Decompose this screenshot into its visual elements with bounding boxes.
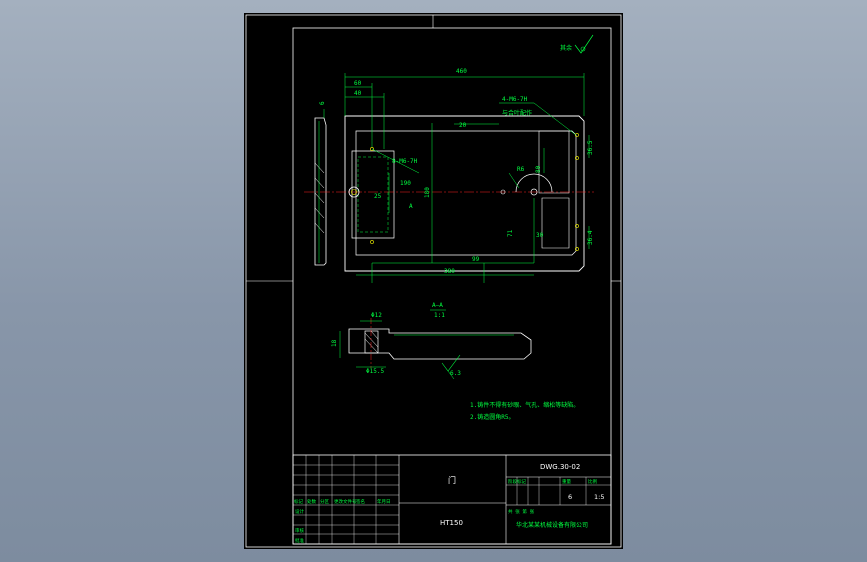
dim-height18: 18 bbox=[331, 339, 338, 347]
section-view: Φ12 Φ15.5 18 6.3 A—A 1:1 bbox=[331, 302, 532, 380]
dim-small3: 71 bbox=[507, 229, 514, 237]
sheet-count: 6 bbox=[568, 493, 572, 501]
front-view bbox=[304, 115, 594, 272]
section-label: A—A bbox=[432, 302, 443, 309]
dim-arc: R6 bbox=[517, 166, 525, 173]
dim-bottom2: 380 bbox=[444, 268, 455, 275]
dim-hole-note2: 与合叶配作 bbox=[502, 109, 532, 117]
material: HT150 bbox=[440, 519, 463, 527]
drawing-number: DWG.30-02 bbox=[540, 463, 580, 471]
dim-height-mid: 180 bbox=[424, 187, 431, 198]
side-view: 6 bbox=[314, 101, 327, 266]
tb-scale-label: 比例 bbox=[588, 478, 597, 485]
dim-slot-note: 8-M6-7H bbox=[392, 158, 418, 165]
roughness-rest-symbol bbox=[574, 34, 594, 54]
dimension-texts: 460 40 60 4-M6-7H 与合叶配作 8-M6-7H 180 190 … bbox=[354, 68, 594, 275]
roughness-rest-circle bbox=[580, 46, 586, 52]
tb-sheet-label: 共 张 第 张 bbox=[508, 508, 535, 515]
dimensions bbox=[344, 73, 590, 283]
note-line-1: 1.铸件不得有砂眼、气孔、缩松等缺陷。 bbox=[470, 401, 579, 409]
tb-row-label-1: 处数 bbox=[307, 498, 316, 505]
dim-small2: 36.5 bbox=[587, 140, 594, 155]
dim-hole-note: 4-M6-7H bbox=[502, 96, 528, 103]
dim-dia15: Φ15.5 bbox=[366, 368, 384, 375]
dim-dia12: Φ12 bbox=[371, 312, 382, 319]
dim-right-v2: 36.4 bbox=[587, 230, 594, 245]
tb-row-label-2: 分区 bbox=[320, 498, 329, 505]
tb-sign-label: 签名 bbox=[356, 498, 365, 505]
tb-row-label-3: 更改文件号 bbox=[334, 498, 357, 505]
cad-drawing: 其余 6 bbox=[245, 14, 622, 548]
title-block bbox=[292, 454, 612, 545]
tb-weight-label: 重量 bbox=[562, 478, 571, 485]
tb-approve-label: 批准 bbox=[295, 537, 304, 544]
tb-date-label: 年月日 bbox=[377, 498, 391, 505]
dim-bottom1: 99 bbox=[472, 256, 480, 263]
part-name: 门 bbox=[448, 475, 456, 485]
tb-check-label: 审核 bbox=[295, 527, 304, 534]
point-a: A bbox=[409, 203, 413, 210]
tb-stage-label: 阶段标记 bbox=[508, 478, 526, 485]
dim-depth: 25 bbox=[374, 193, 382, 200]
dim-width-mid: 190 bbox=[400, 180, 411, 187]
dim-left-offset: 40 bbox=[354, 90, 362, 97]
drawing-sheet: 其余 6 bbox=[244, 13, 623, 549]
dim-left-offset2: 60 bbox=[354, 80, 362, 87]
note-line-2: 2.铸造圆角R5。 bbox=[470, 413, 514, 421]
title-block-texts: 标记 处数 分区 更改文件号 签名 年月日 设计 审核 批准 阶段标记 重量 比… bbox=[294, 463, 604, 544]
dim-angle: 30 bbox=[536, 232, 544, 239]
company-name: 华北某某机械设备有限公司 bbox=[516, 521, 588, 529]
dim-overall-width: 460 bbox=[456, 68, 467, 75]
scale-value: 1:5 bbox=[594, 493, 604, 501]
dim-right: 20 bbox=[459, 122, 467, 129]
roughness-rest-label: 其余 bbox=[560, 44, 572, 52]
tb-row-label-0: 标记 bbox=[294, 498, 303, 505]
dim-small1: 80 bbox=[535, 165, 542, 173]
tb-design-label: 设计 bbox=[295, 508, 304, 515]
section-scale: 1:1 bbox=[434, 312, 445, 319]
thickness-dim: 6 bbox=[319, 101, 326, 105]
dim-roughness: 6.3 bbox=[450, 370, 461, 377]
